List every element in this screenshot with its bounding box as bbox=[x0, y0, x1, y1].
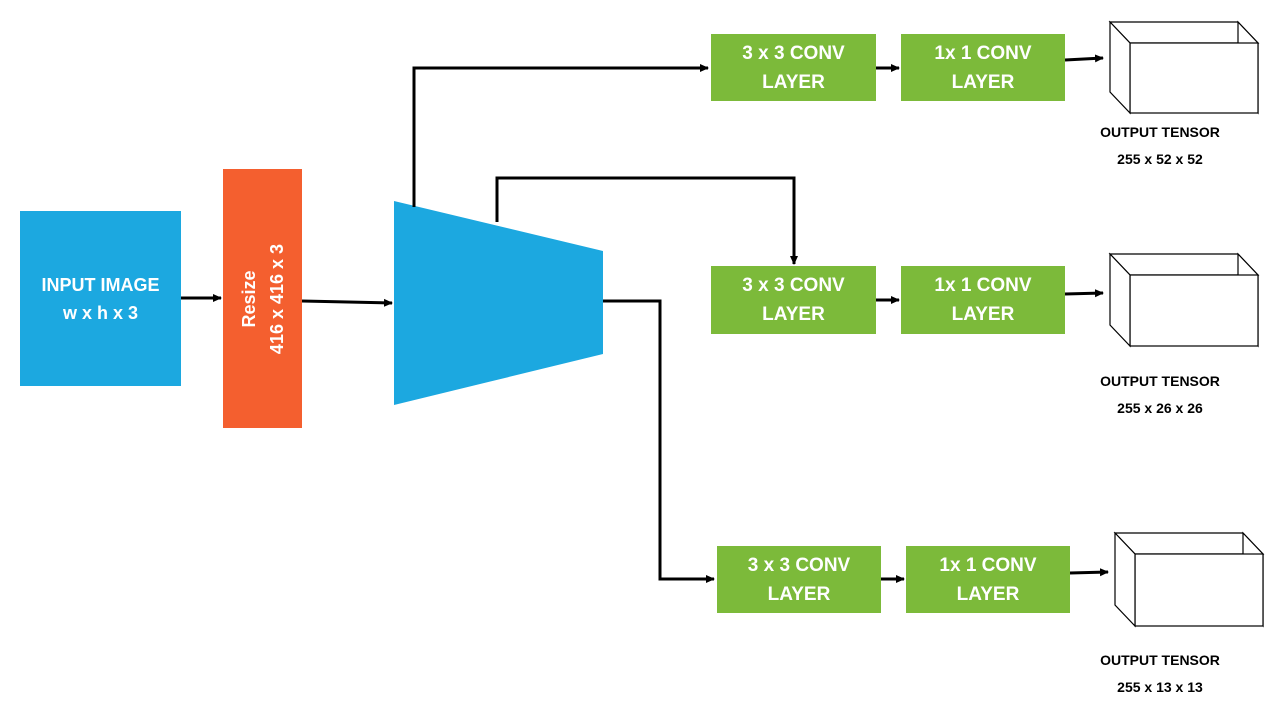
conv1x1-label: 1x 1 CONV bbox=[934, 42, 1032, 64]
output-tensor-shape: 255 x 52 x 52 bbox=[1117, 151, 1203, 167]
conv1x1-sublabel: LAYER bbox=[956, 583, 1020, 605]
resize-block: Resize 416 x 416 x 3 bbox=[223, 169, 302, 428]
arrow-backbone-to-branch-1 bbox=[412, 64, 709, 207]
arrow-conv1-to-tensor-branch-1 bbox=[1064, 54, 1104, 63]
conv3x3-label: 3 x 3 CONV bbox=[742, 42, 845, 64]
conv1x1-label: 1x 1 CONV bbox=[934, 275, 1032, 296]
output-tensor-label-branch-2: OUTPUT TENSOR 255 x 26 x 26 bbox=[1085, 368, 1235, 422]
output-tensor-label-branch-3: OUTPUT TENSOR 255 x 13 x 13 bbox=[1085, 647, 1235, 701]
conv3x3-sublabel: LAYER bbox=[767, 583, 831, 605]
arrow-resize-to-backbone bbox=[301, 298, 393, 307]
conv1x1-layer-branch-2: 1x 1 CONV LAYER bbox=[901, 266, 1065, 334]
input-image-block: INPUT IMAGE w x h x 3 bbox=[20, 211, 181, 386]
conv3x3-sublabel: LAYER bbox=[762, 71, 825, 93]
conv1x1-sublabel: LAYER bbox=[951, 71, 1015, 93]
arrow-conv1-to-tensor-branch-2 bbox=[1064, 289, 1104, 298]
resize-title: Resize bbox=[238, 269, 259, 328]
conv1x1-layer-branch-3: 1x 1 CONV LAYER bbox=[906, 546, 1070, 613]
output-tensor-shape: 255 x 26 x 26 bbox=[1117, 400, 1203, 416]
output-tensor-cube-1 bbox=[1108, 20, 1260, 115]
output-tensor-title: OUTPUT TENSOR bbox=[1100, 124, 1220, 140]
arrow-backbone-to-branch-3 bbox=[603, 299, 715, 583]
conv1x1-sublabel: LAYER bbox=[951, 304, 1015, 325]
output-tensor-label-branch-1: OUTPUT TENSOR 255 x 52 x 52 bbox=[1085, 119, 1235, 173]
conv3x3-label: 3 x 3 CONV bbox=[747, 554, 851, 576]
conv3x3-layer-branch-2: 3 x 3 CONV LAYER bbox=[711, 266, 876, 334]
resize-dimensions: 416 x 416 x 3 bbox=[266, 243, 287, 354]
output-tensor-cube-3 bbox=[1113, 531, 1265, 628]
input-image-dimensions: w x h x 3 bbox=[62, 302, 139, 323]
input-image-title: INPUT IMAGE bbox=[41, 274, 160, 295]
conv3x3-layer-branch-3: 3 x 3 CONV LAYER bbox=[717, 546, 881, 613]
conv3x3-sublabel: LAYER bbox=[762, 304, 825, 325]
arrow-conv1-to-tensor-branch-3 bbox=[1069, 568, 1109, 577]
conv3x3-layer-branch-1: 3 x 3 CONV LAYER bbox=[711, 34, 876, 101]
output-tensor-shape: 255 x 13 x 13 bbox=[1117, 679, 1203, 695]
arrow-backbone-to-branch-2 bbox=[495, 176, 798, 265]
backbone-network bbox=[394, 201, 603, 405]
output-tensor-title: OUTPUT TENSOR bbox=[1100, 373, 1220, 389]
conv3x3-label: 3 x 3 CONV bbox=[742, 275, 845, 296]
output-tensor-title: OUTPUT TENSOR bbox=[1100, 652, 1220, 668]
output-tensor-cube-2 bbox=[1108, 252, 1260, 348]
conv1x1-label: 1x 1 CONV bbox=[939, 554, 1037, 576]
conv1x1-layer-branch-1: 1x 1 CONV LAYER bbox=[901, 34, 1065, 101]
